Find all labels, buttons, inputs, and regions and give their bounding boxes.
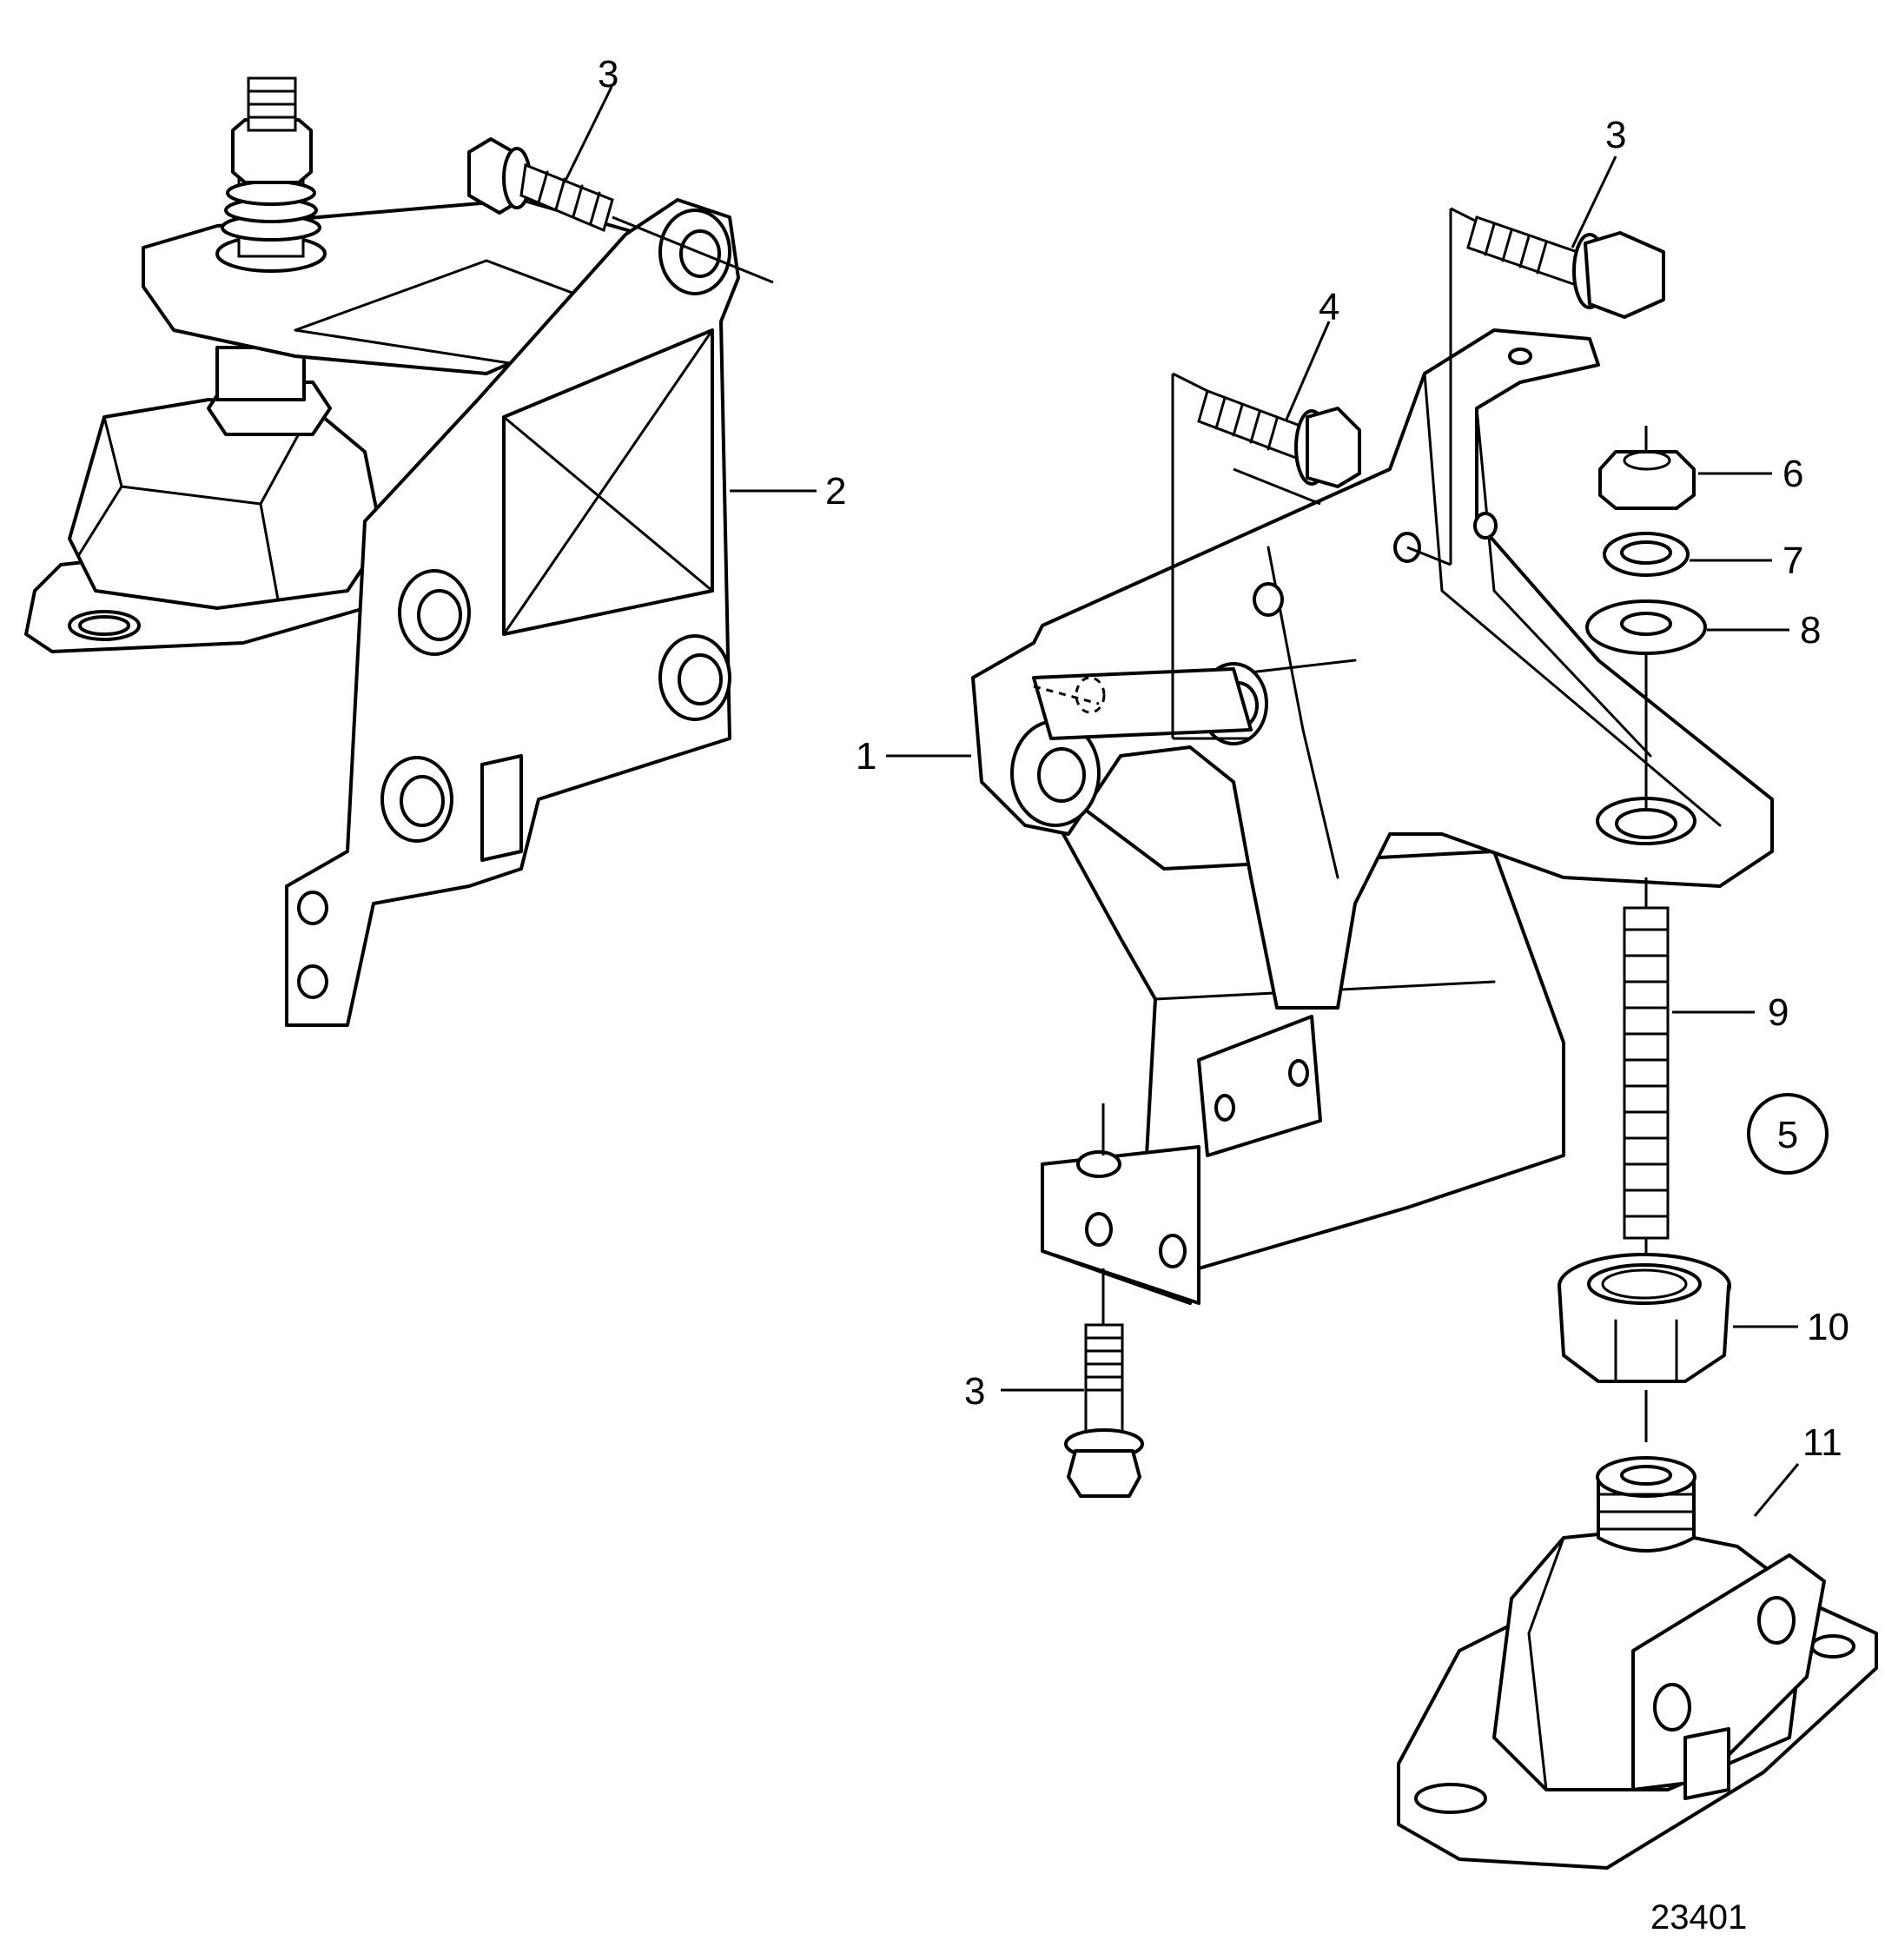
nut-part-10 bbox=[1558, 1253, 1731, 1442]
callout-7: 7 bbox=[1690, 540, 1803, 582]
callout-number: 5 bbox=[1777, 1114, 1798, 1156]
callout-4: 4 bbox=[1284, 286, 1339, 422]
figure-number: 23401 bbox=[1650, 1898, 1747, 1937]
callout-6: 6 bbox=[1698, 453, 1803, 495]
callout-number: 4 bbox=[1319, 286, 1339, 328]
bracket-part-2 bbox=[285, 198, 740, 1027]
callout-3-bottom: 3 bbox=[964, 1370, 1084, 1413]
callout-number: 3 bbox=[964, 1370, 985, 1413]
callout-11: 11 bbox=[1753, 1421, 1842, 1517]
washer-part-7 bbox=[1603, 532, 1690, 577]
callout-1: 1 bbox=[856, 735, 971, 778]
callout-number: 3 bbox=[598, 53, 618, 96]
callout-number: 11 bbox=[1802, 1421, 1842, 1464]
callout-8: 8 bbox=[1707, 609, 1821, 652]
callout-number: 8 bbox=[1800, 609, 1821, 652]
callout-number: 9 bbox=[1768, 991, 1789, 1034]
callout-number: 10 bbox=[1807, 1306, 1849, 1348]
callout-number: 3 bbox=[1605, 114, 1626, 156]
bolt-part-3-top-right bbox=[1406, 207, 1665, 566]
callout-5: 5 bbox=[1747, 1093, 1829, 1175]
left-rubber-mount bbox=[24, 76, 645, 653]
bolt-part-4 bbox=[1171, 372, 1361, 740]
rubber-mount-part-11 bbox=[1397, 1456, 1878, 1870]
callout-2: 2 bbox=[730, 470, 846, 513]
bracket-part-1 bbox=[971, 328, 1774, 1305]
callout-number: 2 bbox=[825, 470, 846, 513]
stud-part-9 bbox=[1623, 877, 1670, 1268]
bolt-part-3-top-left bbox=[467, 137, 774, 284]
callout-number: 7 bbox=[1782, 540, 1803, 582]
callout-9: 9 bbox=[1672, 991, 1789, 1034]
washer-part-8 bbox=[1585, 599, 1707, 808]
callout-3-top-right: 3 bbox=[1571, 114, 1626, 248]
nut-part-6 bbox=[1598, 426, 1696, 510]
callout-10: 10 bbox=[1733, 1306, 1849, 1348]
callout-number: 6 bbox=[1782, 453, 1803, 495]
callout-3-top-left: 3 bbox=[563, 53, 618, 183]
callout-number: 1 bbox=[856, 735, 876, 778]
bolt-part-3-bottom bbox=[1064, 1103, 1144, 1498]
